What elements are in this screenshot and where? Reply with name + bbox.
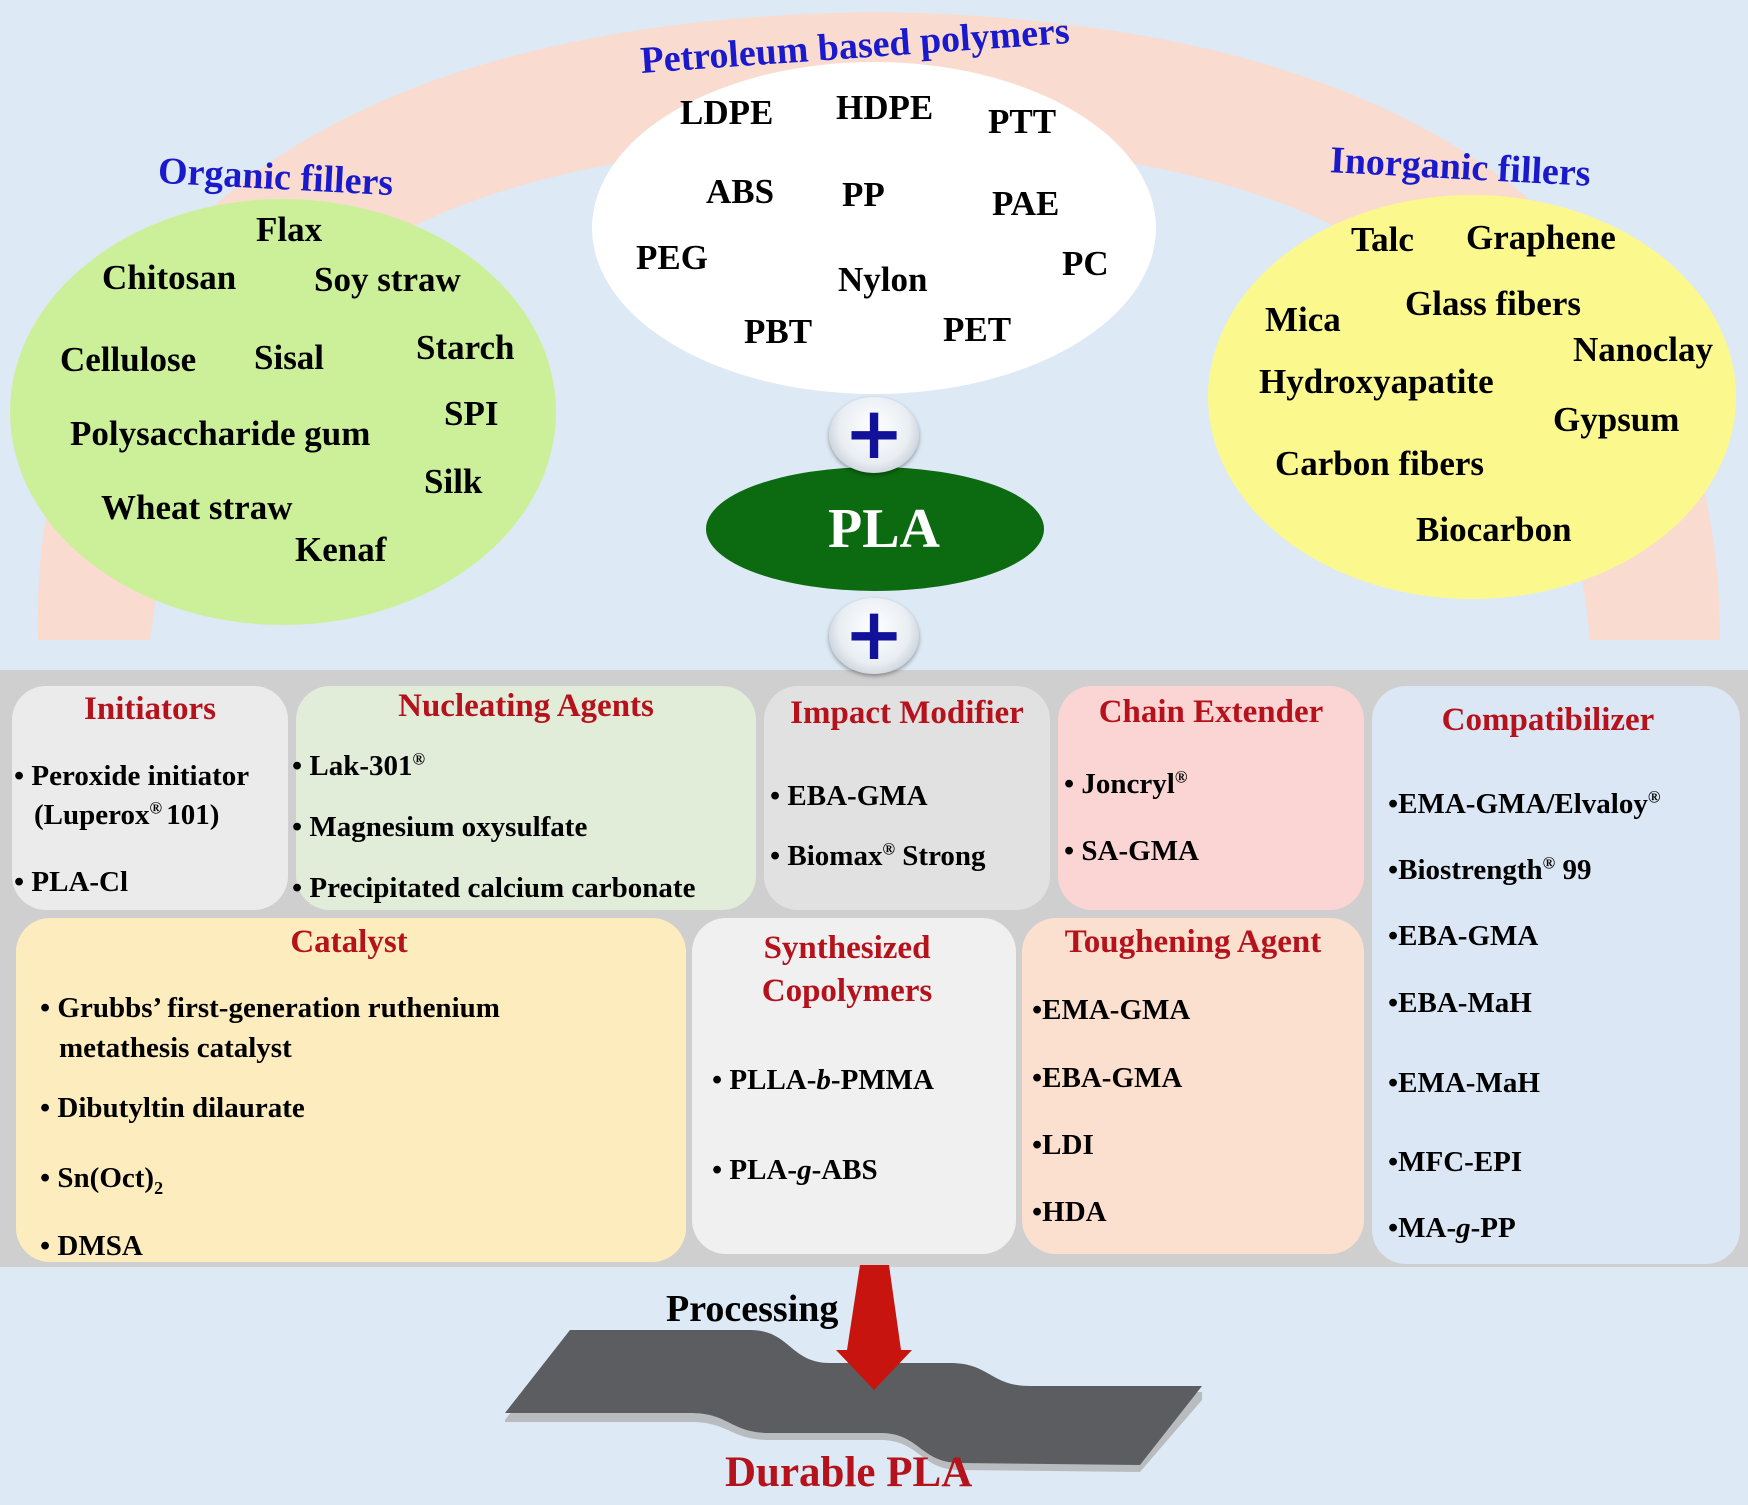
organic-item: Polysaccharide gum bbox=[70, 414, 371, 453]
compatibilizer-item: •MFC-EPI bbox=[1388, 1146, 1523, 1178]
catalyst-heading: Catalyst bbox=[290, 924, 408, 960]
catalyst-item: • Dibutyltin dilaurate bbox=[40, 1092, 305, 1124]
impact-item: • Biomax® Strong bbox=[770, 839, 986, 872]
organic-item: Soy straw bbox=[314, 260, 461, 299]
toughening-agent-box: Toughening Agent •EMA-GMA •EBA-GMA •LDI … bbox=[1022, 918, 1364, 1254]
pla-ellipse bbox=[706, 467, 1044, 591]
inorganic-item: Graphene bbox=[1466, 218, 1616, 257]
initiators-item: • Peroxide initiator bbox=[14, 760, 250, 792]
catalyst-item: metathesis catalyst bbox=[59, 1032, 292, 1064]
petroleum-item: HDPE bbox=[836, 88, 934, 127]
toughening-item: •LDI bbox=[1032, 1129, 1094, 1161]
impact-modifier-heading: Impact Modifier bbox=[790, 695, 1024, 731]
catalyst-item: • Sn(Oct)2 bbox=[40, 1162, 164, 1198]
petroleum-item: PC bbox=[1062, 244, 1109, 283]
processing-label: Processing bbox=[666, 1288, 839, 1330]
chain-extender-box: Chain Extender • Joncryl® • SA-GMA bbox=[1058, 686, 1364, 910]
plus-symbol: + bbox=[843, 592, 905, 676]
catalyst-item: • Grubbs’ first-generation ruthenium bbox=[40, 992, 500, 1024]
organic-item: Sisal bbox=[254, 338, 325, 377]
petroleum-item: ABS bbox=[706, 172, 775, 211]
synthesized-heading-line1: Synthesized bbox=[763, 930, 931, 966]
petroleum-item: Nylon bbox=[838, 260, 928, 299]
inorganic-item: Glass fibers bbox=[1405, 284, 1581, 323]
initiators-item: • PLA-Cl bbox=[14, 866, 129, 898]
synthesized-item: • PLA-g-ABS bbox=[712, 1154, 878, 1186]
pla-label: PLA bbox=[828, 498, 940, 560]
chain-extender-heading: Chain Extender bbox=[1098, 694, 1324, 730]
nucleating-item: • Magnesium oxysulfate bbox=[292, 811, 588, 843]
nucleating-item: • Lak-301® bbox=[292, 749, 426, 782]
compatibilizer-item: •Biostrength® 99 bbox=[1388, 853, 1592, 886]
organic-bubble bbox=[10, 199, 556, 625]
organic-item: Flax bbox=[256, 210, 323, 249]
nucleating-agents-box: Nucleating Agents • Lak-301® • Magnesium… bbox=[292, 686, 756, 910]
plus-symbol: + bbox=[843, 391, 905, 475]
inorganic-item: Gypsum bbox=[1553, 400, 1680, 439]
inorganic-item: Mica bbox=[1265, 300, 1341, 339]
petroleum-item: PTT bbox=[988, 102, 1057, 141]
nucleating-agents-heading: Nucleating Agents bbox=[398, 688, 654, 724]
compatibilizer-box: Compatibilizer •EMA-GMA/Elvaloy® •Biostr… bbox=[1372, 686, 1740, 1264]
toughening-item: •EMA-GMA bbox=[1032, 994, 1191, 1026]
initiators-item: (Luperox® 101) bbox=[34, 798, 220, 831]
durable-pla-label: Durable PLA bbox=[725, 1449, 973, 1496]
compatibilizer-item: •EMA-MaH bbox=[1388, 1067, 1540, 1099]
impact-item: • EBA-GMA bbox=[770, 780, 928, 812]
synthesized-item: • PLLA-b-PMMA bbox=[712, 1064, 934, 1096]
organic-item: Kenaf bbox=[295, 530, 387, 569]
toughening-item: •EBA-GMA bbox=[1032, 1062, 1183, 1094]
petroleum-item: PP bbox=[842, 175, 885, 214]
inorganic-item: Biocarbon bbox=[1416, 510, 1572, 549]
inorganic-item: Hydroxyapatite bbox=[1259, 362, 1494, 401]
organic-item: Chitosan bbox=[102, 258, 237, 297]
processing-arrow bbox=[836, 1265, 912, 1390]
initiators-box: Initiators • Peroxide initiator (Luperox… bbox=[12, 686, 288, 910]
compatibilizer-heading: Compatibilizer bbox=[1441, 702, 1655, 738]
plus-icon-bottom: + bbox=[829, 592, 919, 676]
nucleating-item: • Precipitated calcium carbonate bbox=[292, 872, 696, 904]
compatibilizer-item: •MA-g-PP bbox=[1388, 1212, 1516, 1244]
toughening-item: •HDA bbox=[1032, 1196, 1107, 1228]
specimen-shape bbox=[505, 1330, 1202, 1472]
organic-item: SPI bbox=[444, 394, 499, 433]
synthesized-heading-line2: Copolymers bbox=[761, 973, 933, 1009]
inorganic-item: Talc bbox=[1351, 220, 1414, 259]
petroleum-item: PBT bbox=[744, 312, 813, 351]
inorganic-item: Carbon fibers bbox=[1275, 444, 1485, 483]
petroleum-item: PET bbox=[943, 310, 1012, 349]
organic-item: Silk bbox=[424, 462, 483, 501]
chain-item: • Joncryl® bbox=[1064, 767, 1188, 800]
petroleum-item: LDPE bbox=[680, 93, 774, 132]
catalyst-box: Catalyst • Grubbs’ first-generation ruth… bbox=[16, 918, 686, 1262]
organic-item: Cellulose bbox=[60, 340, 197, 379]
inorganic-bubble bbox=[1208, 195, 1736, 599]
initiators-heading: Initiators bbox=[84, 691, 216, 727]
petroleum-item: PEG bbox=[636, 238, 708, 277]
catalyst-item: • DMSA bbox=[40, 1230, 143, 1262]
compatibilizer-item: •EBA-GMA bbox=[1388, 920, 1539, 952]
compatibilizer-item: •EMA-GMA/Elvaloy® bbox=[1388, 787, 1661, 820]
chain-item: • SA-GMA bbox=[1064, 835, 1200, 867]
toughening-heading: Toughening Agent bbox=[1064, 924, 1322, 960]
impact-modifier-box: Impact Modifier • EBA-GMA • Biomax® Stro… bbox=[764, 686, 1050, 910]
plus-icon-top: + bbox=[829, 391, 919, 475]
synthesized-copolymers-box: Synthesized Copolymers • PLLA-b-PMMA • P… bbox=[692, 918, 1016, 1254]
inorganic-item: Nanoclay bbox=[1573, 330, 1713, 369]
organic-item: Wheat straw bbox=[101, 488, 293, 527]
organic-item: Starch bbox=[416, 328, 515, 367]
petroleum-item: PAE bbox=[992, 184, 1060, 223]
petroleum-bubble bbox=[592, 62, 1156, 394]
compatibilizer-item: •EBA-MaH bbox=[1388, 987, 1532, 1019]
arch-shape bbox=[37, 12, 1721, 640]
